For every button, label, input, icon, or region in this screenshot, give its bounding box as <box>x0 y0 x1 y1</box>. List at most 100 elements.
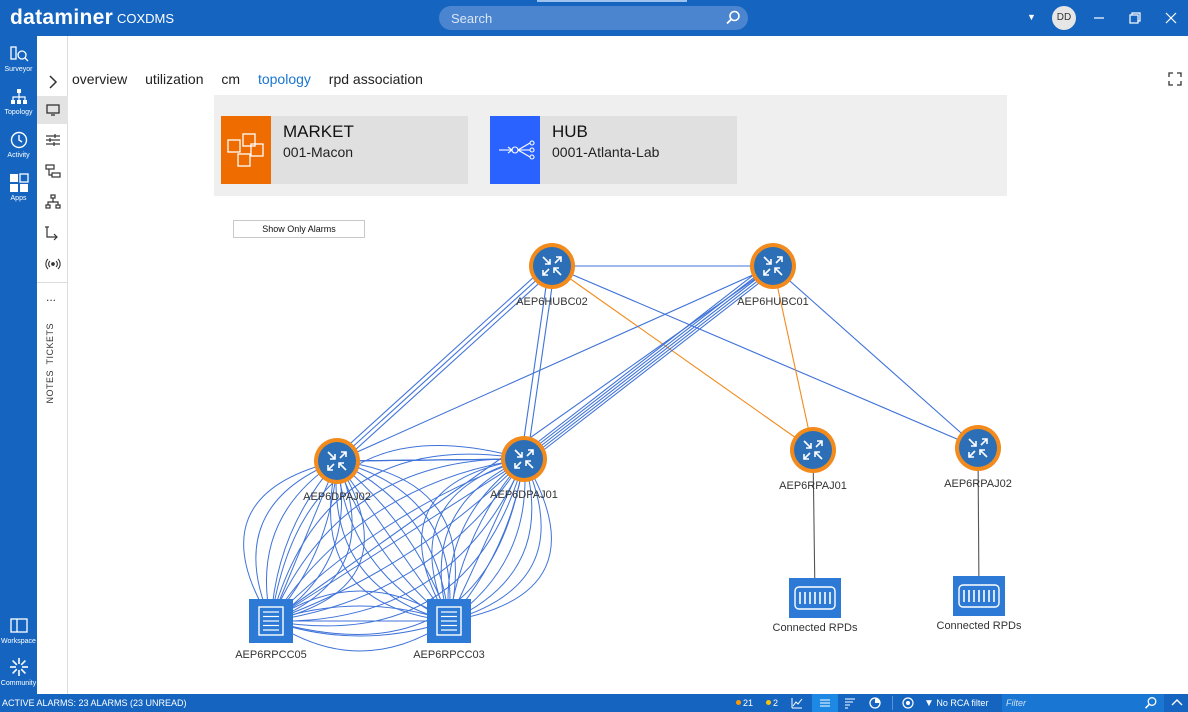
list-icon[interactable] <box>818 696 832 710</box>
workspace-icon <box>9 618 28 633</box>
active-alarms-summary[interactable]: ACTIVE ALARMS: 23 ALARMS (23 UNREAD) <box>2 698 187 708</box>
hierarchy-icon[interactable] <box>43 161 63 181</box>
search-input[interactable] <box>451 6 721 30</box>
server-doc <box>436 606 462 636</box>
link-bundle-dpaj02-rpcc05 <box>270 460 353 622</box>
route-icon[interactable] <box>43 223 63 243</box>
broadcast-icon[interactable] <box>43 254 63 274</box>
nav-surveyor[interactable]: Surveyor <box>0 44 37 73</box>
topology-node-aep6hubc02[interactable]: AEP6HUBC02 <box>516 243 588 308</box>
link-dpaj02-dpaj01 <box>336 458 525 462</box>
more-options[interactable]: ... <box>46 290 57 304</box>
active-tool-highlight <box>37 96 68 124</box>
router-icon <box>318 442 356 480</box>
nav-label: Community <box>0 680 37 687</box>
sliders-icon[interactable] <box>43 130 63 150</box>
link-bundle-rpcc05-rpcc03 <box>270 620 450 637</box>
link-bundle-dpaj01-rpcc05 <box>270 458 525 635</box>
tab-rpd-association[interactable]: rpd association <box>328 71 423 87</box>
search-box[interactable] <box>439 6 748 30</box>
link-dpaj02-dpaj01 <box>336 458 525 462</box>
nav-label: Activity <box>7 152 30 159</box>
nav-label: Apps <box>10 195 27 202</box>
link-hubc01-dpaj01 <box>523 265 774 460</box>
tab-utilization[interactable]: utilization <box>145 71 204 87</box>
link-bundle-dpaj01-rpcc05 <box>270 453 525 622</box>
chevron-down-icon[interactable]: ▼ <box>1027 12 1036 22</box>
link-hubc01-dpaj01 <box>531 265 782 460</box>
filter-search-icon[interactable] <box>1144 696 1158 710</box>
tab-topology[interactable]: topology <box>257 71 311 87</box>
search-highlight <box>537 0 687 2</box>
filter-box[interactable] <box>1002 694 1164 712</box>
notes-tab[interactable]: NOTES <box>45 370 55 404</box>
monitor-icon[interactable] <box>43 100 63 120</box>
nav-label: Workspace <box>1 638 36 645</box>
card-name: 001-Macon <box>283 144 354 160</box>
link-bundle-dpaj01-rpcc03 <box>440 458 525 622</box>
topology-node-aep6rpcc05[interactable]: AEP6RPCC05 <box>235 599 307 661</box>
topology-node-rpd1[interactable]: Connected RPDs <box>773 578 858 634</box>
nav-activity[interactable]: Activity <box>0 130 37 159</box>
nav-label: Topology <box>4 109 33 116</box>
topology-node-aep6rpaj02[interactable]: AEP6RPAJ02 <box>944 425 1012 490</box>
hub-card[interactable]: HUB 0001-Atlanta-Lab <box>490 116 737 184</box>
rca-target-icon[interactable] <box>901 696 915 710</box>
link-bundle-dpaj01-rpcc03 <box>431 458 525 622</box>
router-icon <box>794 431 832 469</box>
tool-divider <box>37 282 68 283</box>
tickets-tab[interactable]: TICKETS <box>45 323 55 365</box>
link-bundle-dpaj02-rpcc03 <box>336 460 450 622</box>
link-hubc01-dpaj01 <box>515 265 766 460</box>
search-icon[interactable] <box>724 9 742 27</box>
fullscreen-icon[interactable] <box>1168 72 1182 86</box>
market-card[interactable]: MARKET 001-Macon <box>221 116 468 184</box>
topology-tree-icon[interactable] <box>43 192 63 212</box>
topology-node-aep6rpcc03[interactable]: AEP6RPCC03 <box>413 599 485 661</box>
topology-node-aep6rpaj01[interactable]: AEP6RPAJ01 <box>779 427 847 492</box>
node-label: AEP6HUBC02 <box>516 296 588 308</box>
market-icon-box <box>221 116 271 184</box>
card-name: 0001-Atlanta-Lab <box>552 144 660 160</box>
tab-overview[interactable]: overview <box>72 71 128 87</box>
pie-chart-icon[interactable] <box>868 696 882 710</box>
tab-bar: overview utilization cm topology rpd ass… <box>72 71 437 91</box>
link-hubc01-dpaj01 <box>519 265 770 460</box>
link-dpaj02-dpaj01 <box>336 458 525 462</box>
link-hubc02-dpaj01 <box>520 265 550 460</box>
router-arrows <box>968 438 988 458</box>
restore-icon[interactable] <box>1126 9 1144 27</box>
nav-apps[interactable]: Apps <box>0 173 37 202</box>
link-bundle-dpaj02-rpcc03 <box>330 460 450 622</box>
node-label: AEP6DPAJ01 <box>490 489 558 501</box>
nav-workspace[interactable]: Workspace <box>0 616 37 645</box>
node-label: AEP6DPAJ02 <box>303 491 371 503</box>
market-icon <box>227 133 264 167</box>
topology-node-aep6dpaj02[interactable]: AEP6DPAJ02 <box>303 438 371 503</box>
chevron-right-icon[interactable] <box>43 72 63 92</box>
link-bundle-dpaj02-rpcc03 <box>336 460 450 622</box>
topology-node-aep6dpaj01[interactable]: AEP6DPAJ01 <box>490 436 558 501</box>
topology-node-aep6hubc01[interactable]: AEP6HUBC01 <box>737 243 809 308</box>
link-bundle-dpaj01-rpcc03 <box>421 458 525 622</box>
sort-icon[interactable] <box>843 696 857 710</box>
alarm-link-hubc02-rpaj01 <box>551 265 814 451</box>
link-bundle-dpaj02-rpcc05 <box>270 460 338 622</box>
status-bar: ACTIVE ALARMS: 23 ALARMS (23 UNREAD) 21 … <box>0 694 1188 712</box>
close-icon[interactable] <box>1162 9 1180 27</box>
show-only-alarms-button[interactable]: Show Only Alarms <box>233 220 365 238</box>
nav-topology[interactable]: Topology <box>0 87 37 116</box>
nav-community[interactable]: Community <box>0 656 37 687</box>
router-icon <box>754 247 792 285</box>
tab-cm[interactable]: cm <box>221 71 241 87</box>
alarm-filter-input[interactable] <box>1006 696 1142 710</box>
trend-icon[interactable] <box>790 696 804 710</box>
alarm-counts[interactable]: 21 2 <box>736 698 778 708</box>
topology-node-rpd2[interactable]: Connected RPDs <box>937 576 1022 632</box>
chevron-up-icon[interactable] <box>1170 696 1184 710</box>
minimize-icon[interactable] <box>1090 9 1108 27</box>
header-cards: MARKET 001-Macon HUB 0001-Atlanta-Lab <box>214 95 1007 196</box>
rca-filter[interactable]: ▼ No RCA filter <box>924 698 988 709</box>
user-avatar[interactable]: DD <box>1052 6 1076 30</box>
